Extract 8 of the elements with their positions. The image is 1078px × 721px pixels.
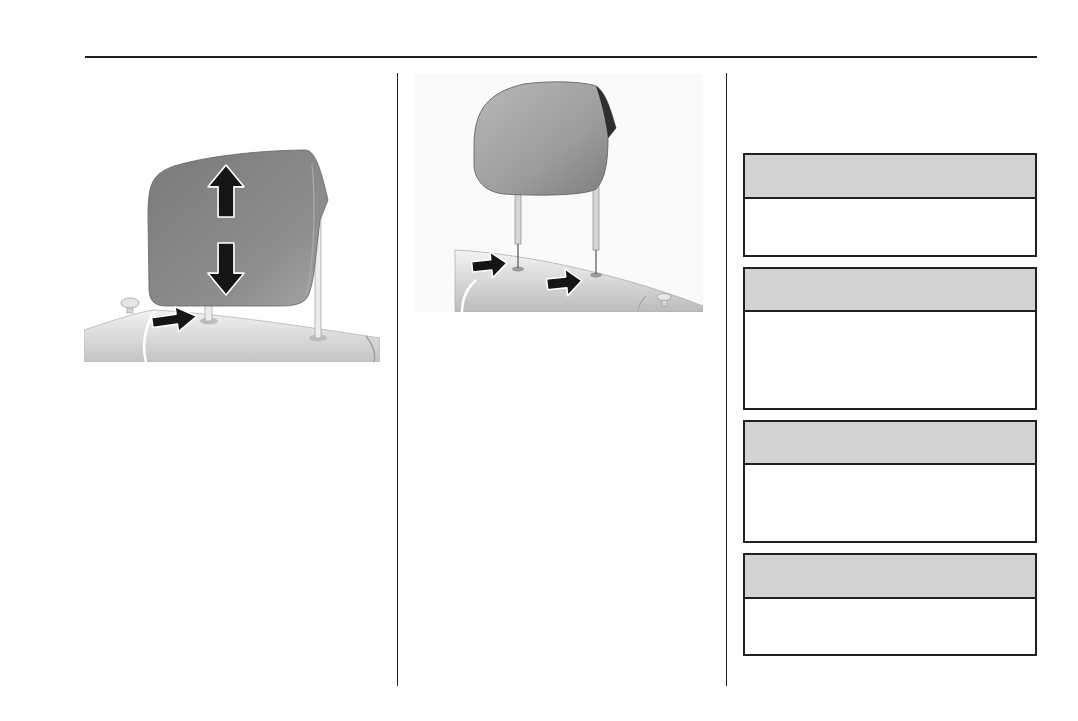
notice-panel <box>743 267 1037 410</box>
notice-panel <box>743 153 1037 257</box>
notice-header-band <box>745 555 1035 599</box>
notice-panel <box>743 420 1037 543</box>
notice-panel <box>743 553 1037 656</box>
notice-header-band <box>745 269 1035 312</box>
notice-header-band <box>745 155 1035 199</box>
notice-header-band <box>745 422 1035 465</box>
